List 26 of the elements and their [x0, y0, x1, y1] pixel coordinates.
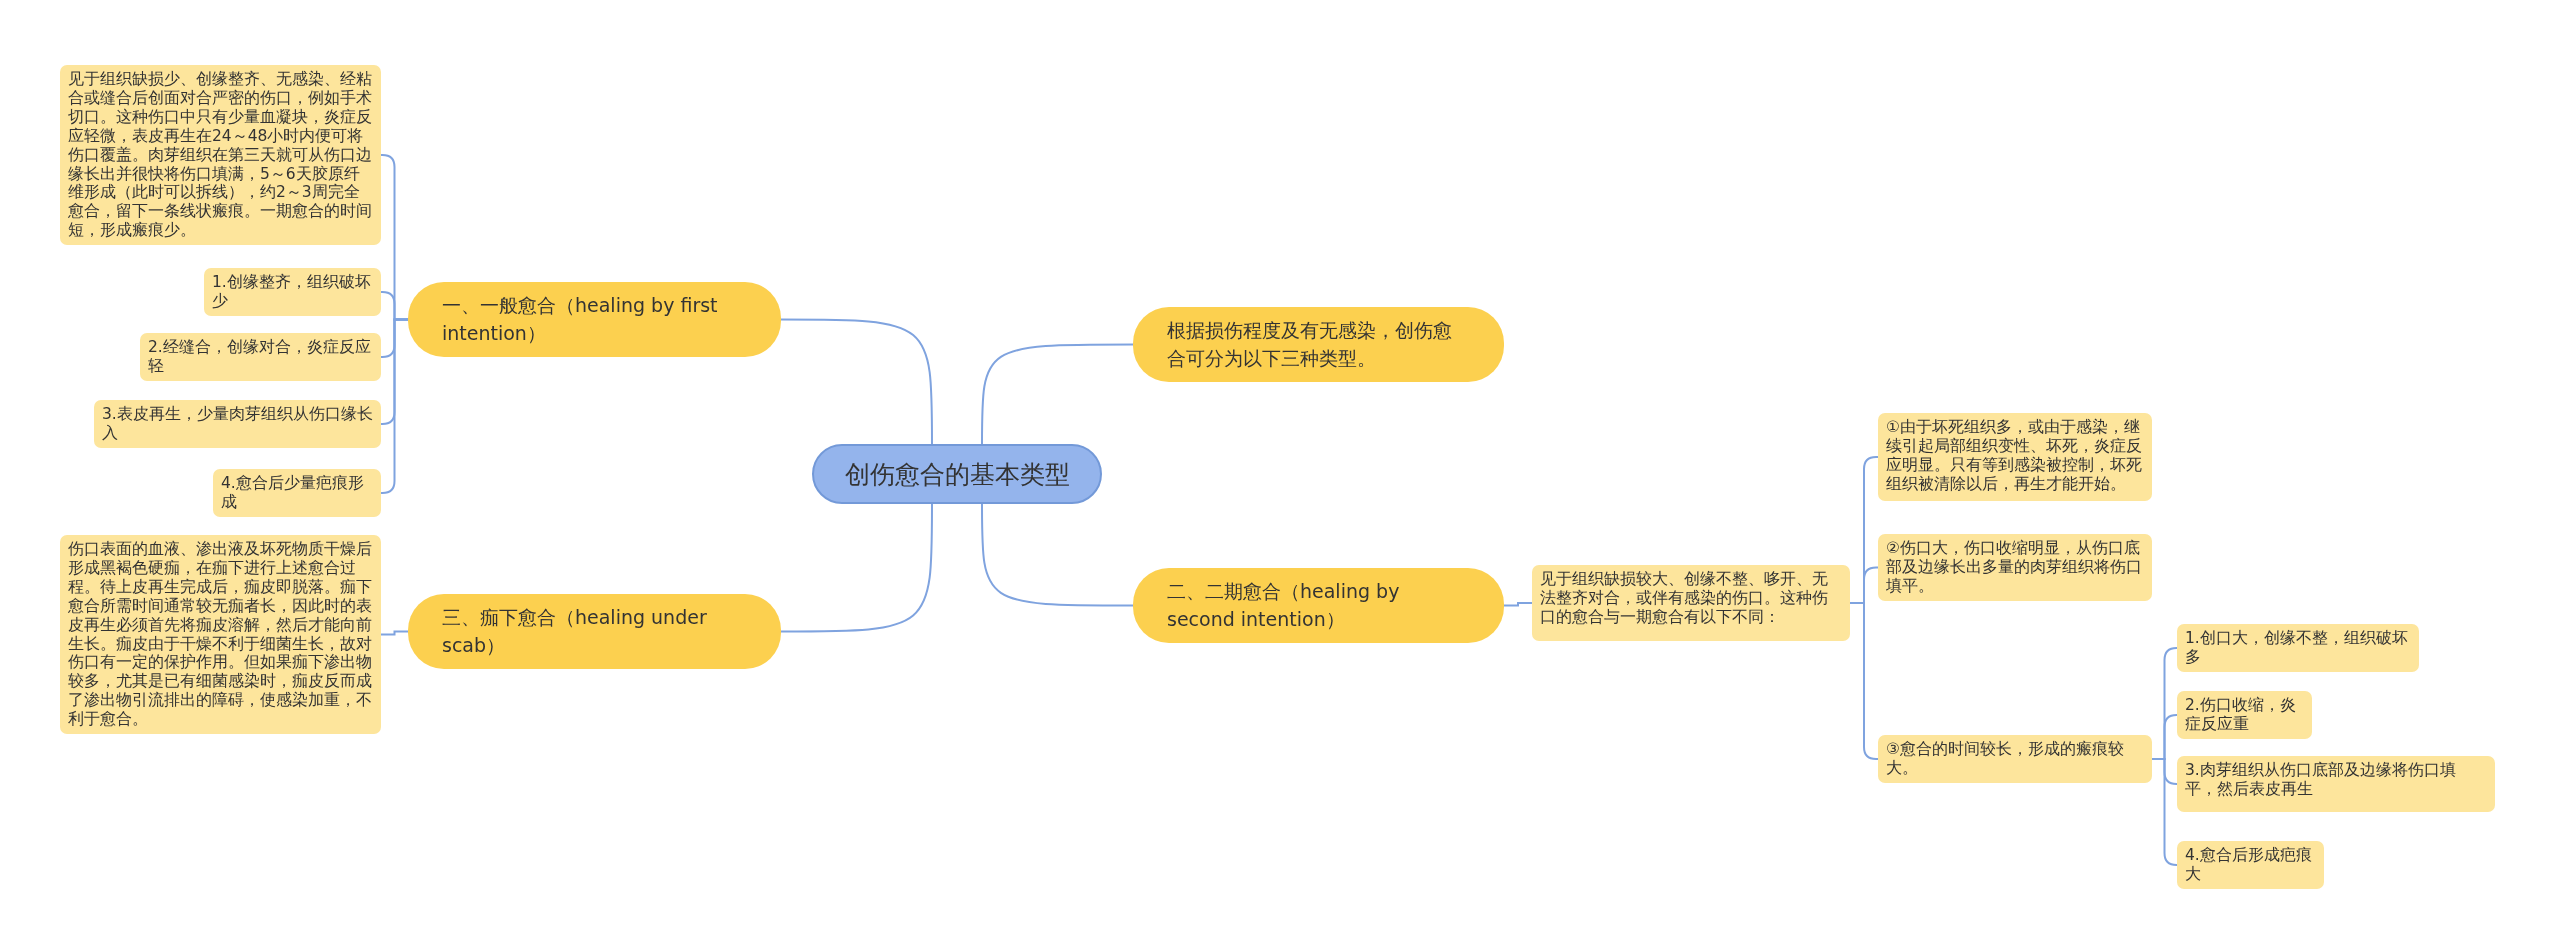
note-box: ③愈合的时间较长，形成的瘢痕较大。: [1878, 735, 2152, 783]
note-box: ②伤口大，伤口收缩明显，从伤口底部及边缘长出多量的肉芽组织将伤口填平。: [1878, 534, 2152, 601]
connector: [780, 503, 933, 633]
note-box: ①由于坏死组织多，或由于感染，继续引起局部组织变性、坏死，炎症反应明显。只有等到感染被控制，坏死组织被清除以后，再生才能开始。: [1878, 413, 2152, 501]
note-box: 3.肉芽组织从伤口底部及边缘将伤口填平，然后表皮再生: [2177, 756, 2495, 812]
connector: [780, 318, 933, 445]
topic-box: 一、一般愈合（healing by first intention）: [408, 282, 781, 358]
note-box: 3.表皮再生，少量肉芽组织从伤口缘长入: [94, 400, 381, 448]
note-box: 4.愈合后形成疤痕大: [2177, 841, 2324, 889]
connector: [981, 503, 1134, 607]
topic-box: 三、痂下愈合（healing under scab）: [408, 594, 781, 670]
connector: [1503, 602, 1533, 607]
note-box: 伤口表面的血液、渗出液及坏死物质干燥后形成黑褐色硬痂，在痂下进行上述愈合过程。待上皮再生完成后，痂皮即脱落。痂下愈合所需时间通常较无痂者长，因此时的表皮再生必须首先将痂皮溶解，然后才能向前生长。痂皮由于干燥不利于细菌生长，故对伤口有一定的保护作用。但如果痂下渗出物较多，尤其是已有细菌感染时，痂皮反而成了渗出物引流排出的障碍，使感染加重，不利于愈合。: [60, 535, 381, 735]
note-box: 1.创口大，创缘不整，组织破坏多: [2177, 624, 2419, 672]
topic-box: 二、二期愈合（healing by second intention）: [1133, 568, 1504, 644]
note-box: 2.伤口收缩，炎症反应重: [2177, 691, 2312, 739]
note-box: 见于组织缺损较大、创缘不整、哆开、无法整齐对合，或伴有感染的伤口。这种伤口的愈合与一期愈合有以下不同：: [1532, 565, 1850, 641]
note-box: 4.愈合后少量疤痕形成: [213, 469, 381, 517]
central-topic: 创伤愈合的基本类型: [812, 444, 1102, 504]
connector: [380, 630, 409, 636]
connector: [2151, 758, 2178, 866]
note-box: 1.创缘整齐，组织破坏少: [204, 268, 381, 316]
topic-box: 根据损伤程度及有无感染，创伤愈合可分为以下三种类型。: [1133, 307, 1504, 383]
connector: [981, 343, 1134, 445]
note-box: 见于组织缺损少、创缘整齐、无感染、经粘合或缝合后创面对合严密的伤口，例如手术切口。这种伤口中只有少量血凝块，炎症反应轻微，表皮再生在24～48小时内便可将伤口覆盖。肉芽组织在第三天就可从伤口边缘长出并很快将伤口填满，5～6天胶原纤维形成（此时可以拆线），约2～3周完全愈合，留下一条线状瘢痕。一期愈合的时间短，形成瘢痕少。: [60, 65, 381, 246]
note-box: 2.经缝合，创缘对合，炎症反应轻: [140, 333, 381, 381]
